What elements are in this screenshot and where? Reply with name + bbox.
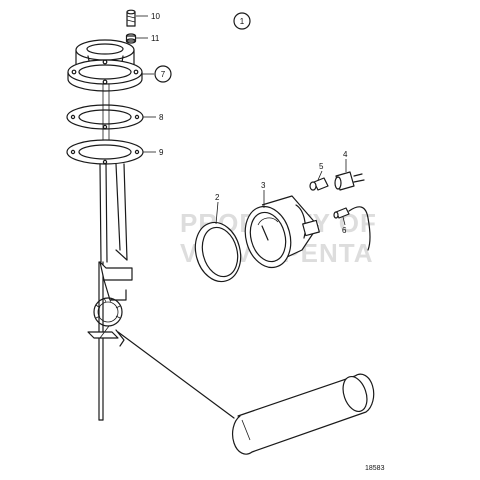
gauge-body (244, 195, 320, 269)
gasket-upper (66, 104, 144, 130)
bulb-holder-part (334, 171, 365, 191)
callout-6: 6 (342, 226, 347, 235)
fuel-gauge-assembly (194, 171, 371, 283)
leader-lines (136, 15, 347, 226)
gasket-lower (66, 139, 144, 165)
gauge-bezel-ring (194, 221, 242, 283)
fuel-level-sender (66, 9, 375, 455)
callout-labels: 10 11 7 8 9 5 4 2 3 6 (151, 12, 348, 235)
callout-11: 11 (151, 34, 160, 43)
callout-7: 7 (161, 70, 166, 79)
float (231, 373, 375, 455)
drawing-reference-code: 18583 (365, 465, 385, 472)
gauge-needle (261, 225, 269, 241)
screw-part (126, 9, 136, 27)
callout-8: 8 (159, 113, 164, 122)
callout-2: 2 (215, 193, 220, 202)
connector-wire-part (333, 206, 371, 251)
figure-number: 1 (240, 17, 245, 26)
callout-5: 5 (319, 162, 324, 171)
float-arm-wire (117, 331, 235, 419)
mounting-flange (67, 59, 143, 92)
bulb-part (309, 177, 329, 191)
sender-tube (98, 84, 128, 421)
callout-10: 10 (151, 12, 160, 21)
callout-7-circle (154, 65, 172, 83)
figure-number-badge: 1 (233, 12, 251, 30)
callout-4: 4 (343, 150, 348, 159)
callout-9: 9 (159, 148, 164, 157)
callout-3: 3 (261, 181, 266, 190)
nut-part (125, 33, 137, 44)
float-arm-mechanism (87, 261, 133, 347)
